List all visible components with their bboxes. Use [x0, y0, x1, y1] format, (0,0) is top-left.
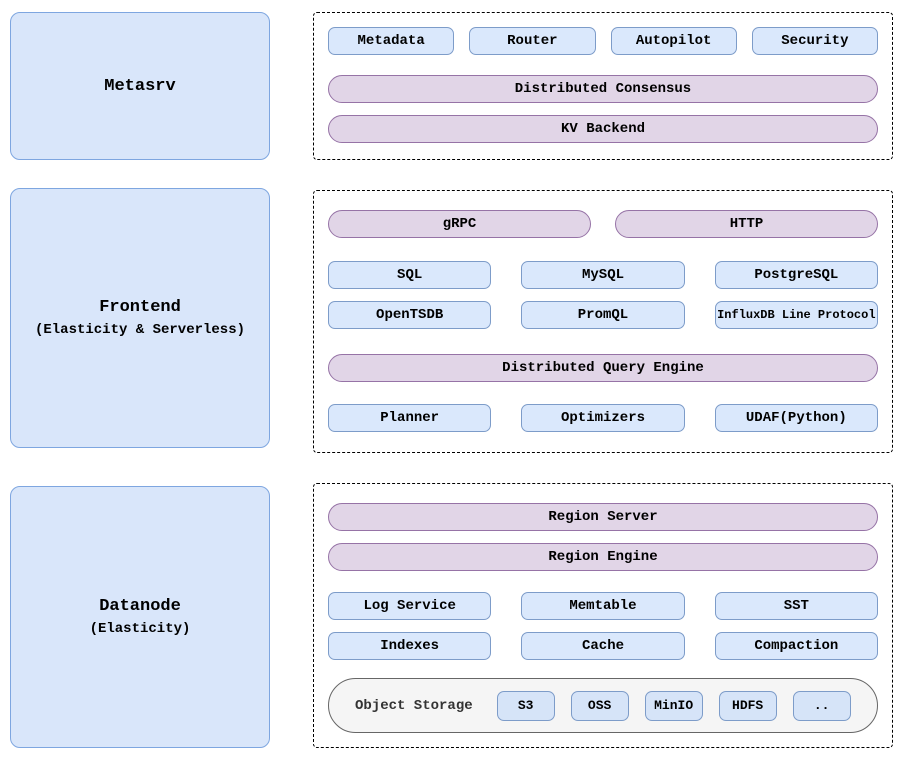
datanode-component-row-2: Indexes Cache Compaction — [328, 632, 878, 660]
s3-chip: S3 — [496, 690, 555, 721]
object-storage-label: Object Storage — [355, 697, 473, 714]
minio-chip: MinIO — [644, 690, 703, 721]
datanode-node: Datanode (Elasticity) — [10, 486, 270, 748]
metasrv-internals: Metadata Router Autopilot Security Distr… — [313, 12, 893, 160]
memtable-chip: Memtable — [521, 592, 685, 620]
protocol-row-1: SQL MySQL PostgreSQL — [328, 261, 878, 289]
region-server-pill: Region Server — [328, 503, 878, 531]
indexes-chip: Indexes — [328, 632, 492, 660]
datanode-internals: Region Server Region Engine Log Service … — [313, 483, 893, 748]
frontend-subtitle: (Elasticity & Serverless) — [34, 322, 246, 338]
protocol-row-2: OpenTSDB PromQL InfluxDB Line Protocol — [328, 301, 878, 329]
log-service-chip: Log Service — [328, 592, 492, 620]
autopilot-chip: Autopilot — [610, 27, 737, 55]
frontend-internals: gRPC HTTP SQL MySQL PostgreSQL OpenTSDB … — [313, 190, 893, 453]
cache-chip: Cache — [521, 632, 685, 660]
router-chip: Router — [469, 27, 596, 55]
sst-chip: SST — [714, 592, 878, 620]
security-chip: Security — [751, 27, 878, 55]
metadata-chip: Metadata — [328, 27, 455, 55]
planner-chip: Planner — [328, 404, 492, 432]
frontend-title: Frontend — [99, 298, 181, 317]
oss-chip: OSS — [570, 690, 629, 721]
frontend-node: Frontend (Elasticity & Serverless) — [10, 188, 270, 448]
optimizers-chip: Optimizers — [521, 404, 685, 432]
distributed-query-engine-pill: Distributed Query Engine — [328, 354, 878, 382]
udaf-python-chip: UDAF(Python) — [714, 404, 878, 432]
transport-pill-row: gRPC HTTP — [328, 210, 878, 238]
grpc-pill: gRPC — [328, 210, 591, 238]
postgresql-chip: PostgreSQL — [714, 261, 878, 289]
datanode-title: Datanode — [99, 597, 181, 616]
metasrv-node: Metasrv — [10, 12, 270, 160]
etc-chip: .. — [792, 690, 851, 721]
promql-chip: PromQL — [521, 301, 685, 329]
mysql-chip: MySQL — [521, 261, 685, 289]
opentsdb-chip: OpenTSDB — [328, 301, 492, 329]
region-engine-pill: Region Engine — [328, 543, 878, 571]
object-storage-group: Object Storage S3 OSS MinIO HDFS .. — [328, 678, 878, 733]
influxdb-line-protocol-chip: InfluxDB Line Protocol — [714, 301, 878, 329]
metasrv-title: Metasrv — [104, 76, 176, 96]
hdfs-chip: HDFS — [718, 690, 777, 721]
metasrv-chip-row: Metadata Router Autopilot Security — [328, 27, 878, 55]
datanode-component-row-1: Log Service Memtable SST — [328, 592, 878, 620]
engine-component-row: Planner Optimizers UDAF(Python) — [328, 404, 878, 432]
sql-chip: SQL — [328, 261, 492, 289]
kv-backend-pill: KV Backend — [328, 115, 878, 143]
distributed-consensus-pill: Distributed Consensus — [328, 75, 878, 103]
compaction-chip: Compaction — [714, 632, 878, 660]
object-storage-backends: S3 OSS MinIO HDFS .. — [496, 690, 851, 721]
http-pill: HTTP — [615, 210, 878, 238]
datanode-subtitle: (Elasticity) — [89, 621, 191, 637]
